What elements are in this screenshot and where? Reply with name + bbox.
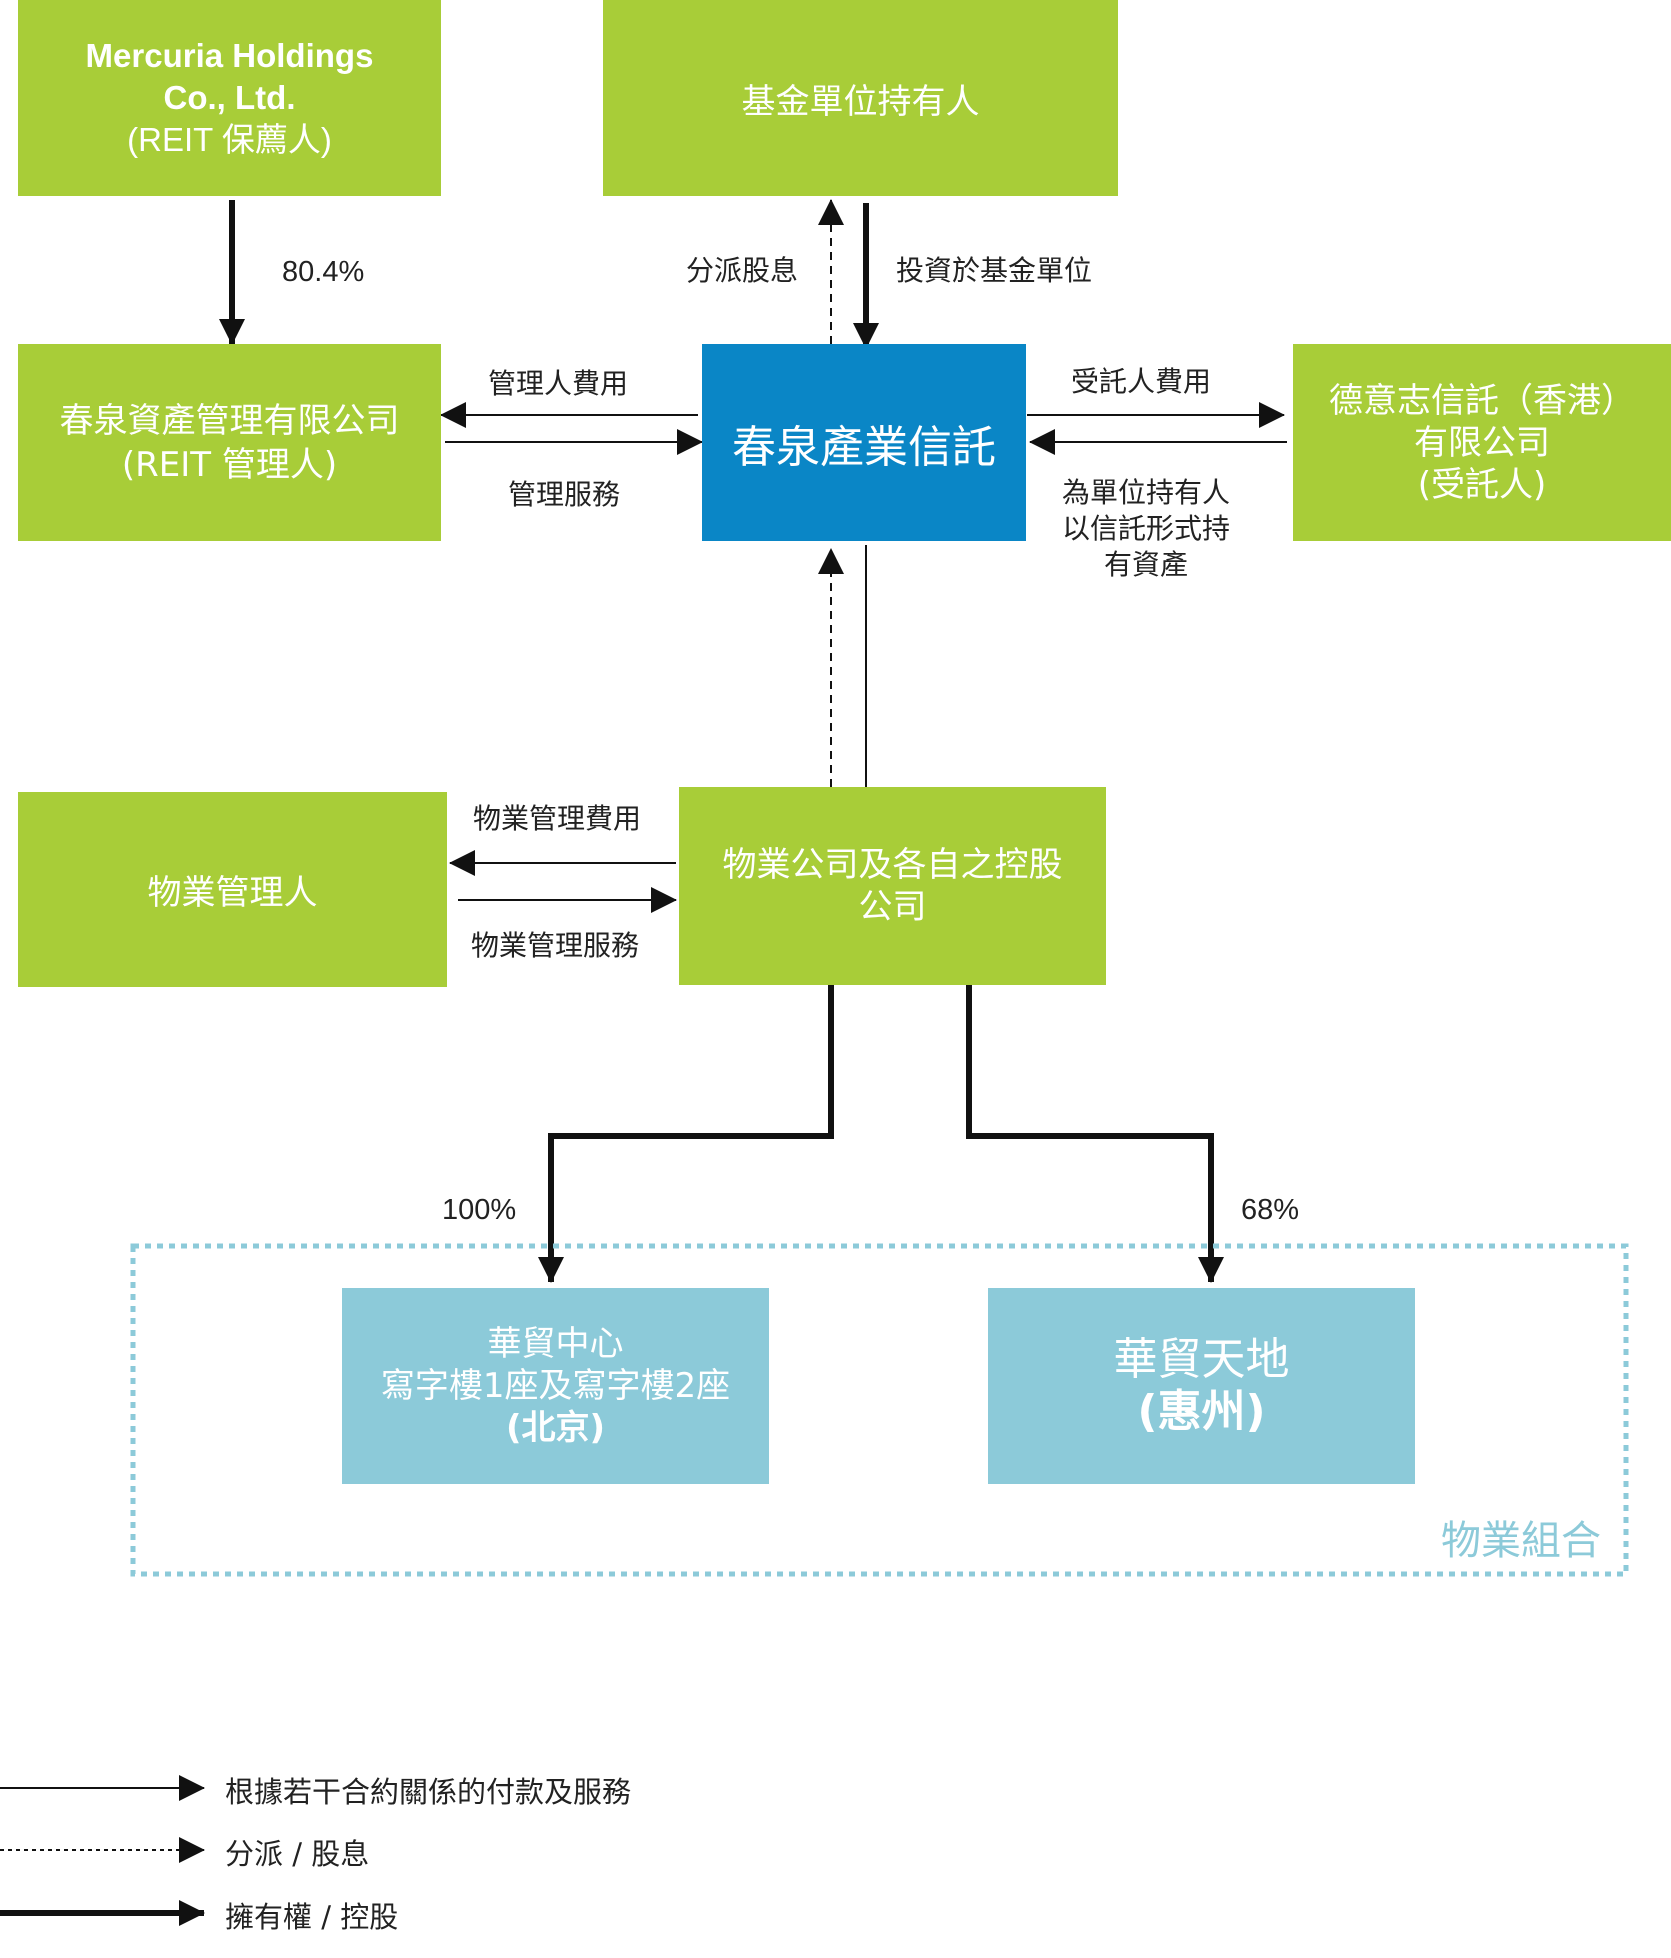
legend-payment-services-label: 根據若干合約關係的付款及服務 bbox=[225, 1775, 632, 1809]
stake-centre-label: 100% bbox=[442, 1194, 517, 1226]
trustee-box: 德意志信託（香港） 有限公司 (受託人) bbox=[1293, 344, 1671, 541]
hold-assets-label: 為單位持有人 以信託形式持 有資產 bbox=[1062, 475, 1230, 583]
hold-assets-line1: 為單位持有人 bbox=[1062, 476, 1231, 509]
property-manager-box: 物業管理人 bbox=[18, 792, 447, 987]
arrow-ownership-place bbox=[966, 985, 1224, 1283]
trustee-fee-label: 受託人費用 bbox=[1071, 365, 1212, 398]
portfolio-boundary bbox=[130, 1243, 1629, 1577]
trust-box: 春泉產業信託 bbox=[702, 344, 1026, 541]
unitholders-box: 基金單位持有人 bbox=[603, 0, 1118, 196]
huamao-centre-name: 華貿中心 bbox=[487, 1324, 624, 1364]
pm-fee-label: 物業管理費用 bbox=[473, 802, 642, 835]
trustee-role: (受託人) bbox=[1417, 464, 1547, 505]
manager-box: 春泉資產管理有限公司 (REIT 管理人) bbox=[18, 344, 441, 541]
legend-distribution-label: 分派 / 股息 bbox=[225, 1837, 370, 1871]
sponsor-name-line1: Mercuria Holdings bbox=[85, 37, 374, 74]
arrow-ownership-centre bbox=[538, 985, 834, 1283]
invest-units-label: 投資於基金單位 bbox=[896, 254, 1093, 287]
huamao-place-city: (惠州) bbox=[1137, 1386, 1266, 1437]
property-companies-line2: 公司 bbox=[858, 887, 927, 927]
huamao-place-box: 華貿天地 (惠州) bbox=[988, 1288, 1415, 1484]
management-services-label: 管理服務 bbox=[508, 478, 621, 511]
property-manager-label: 物業管理人 bbox=[147, 873, 318, 913]
property-companies-box: 物業公司及各自之控股 公司 bbox=[679, 787, 1106, 985]
huamao-centre-box: 華貿中心 寫字樓1座及寫字樓2座 (北京) bbox=[342, 1288, 769, 1484]
property-companies-line1: 物業公司及各自之控股 bbox=[722, 845, 1063, 885]
sponsor-stake-label: 80.4% bbox=[282, 256, 365, 288]
stake-place-label: 68% bbox=[1241, 1194, 1300, 1226]
manager-role: (REIT 管理人) bbox=[121, 444, 338, 485]
manager-fee-label: 管理人費用 bbox=[488, 367, 629, 400]
sponsor-box: Mercuria Holdings Co., Ltd. (REIT 保薦人) bbox=[18, 0, 441, 196]
sponsor-name-line2: Co., Ltd. bbox=[163, 79, 296, 116]
huamao-place-name: 華貿天地 bbox=[1113, 1334, 1290, 1385]
unitholders-label: 基金單位持有人 bbox=[741, 81, 980, 122]
trustee-name-line1: 德意志信託（香港） bbox=[1329, 380, 1635, 421]
distributions-label: 分派股息 bbox=[686, 254, 799, 287]
hold-assets-line3: 有資產 bbox=[1104, 548, 1189, 581]
legend-ownership-label: 擁有權 / 控股 bbox=[225, 1900, 399, 1934]
huamao-centre-towers: 寫字樓1座及寫字樓2座 bbox=[380, 1366, 731, 1406]
sponsor-role: (REIT 保薦人) bbox=[127, 121, 332, 158]
trustee-name-line2: 有限公司 bbox=[1414, 422, 1550, 463]
hold-assets-line2: 以信託形式持 bbox=[1062, 512, 1231, 545]
huamao-centre-city: (北京) bbox=[505, 1408, 606, 1448]
trust-name: 春泉產業信託 bbox=[732, 421, 996, 473]
portfolio-label: 物業組合 bbox=[1441, 1518, 1601, 1564]
manager-name: 春泉資產管理有限公司 bbox=[59, 400, 400, 441]
pm-services-label: 物業管理服務 bbox=[471, 929, 640, 962]
